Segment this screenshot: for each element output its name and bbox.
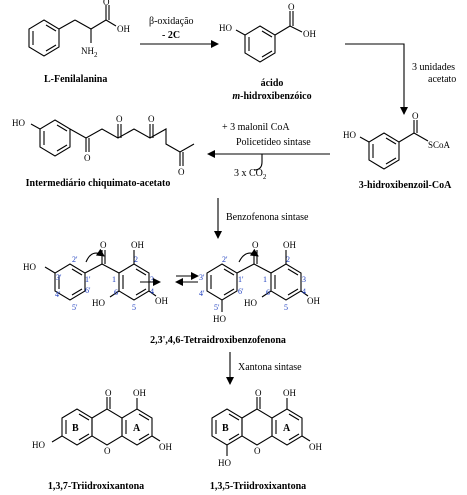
hydroxyl-label: OH <box>131 240 144 250</box>
hydroxyl-label: OH <box>283 240 296 250</box>
beta-oxidation-label: β-oxidação <box>149 16 194 27</box>
atom-number: 1 <box>112 275 116 284</box>
atom-number: 4 <box>302 287 306 296</box>
atom-number: 1 <box>263 275 267 284</box>
atom-number: 3' <box>199 273 205 282</box>
atom-number: 5' <box>72 303 78 312</box>
carboxyl-oh-label: OH <box>303 29 316 39</box>
atom-number: 5 <box>132 303 136 312</box>
acetate-units-line2: acetato <box>428 74 456 85</box>
benzophenone-structure-left: HO O OH OH HO 2' 3' 4' 5' 6' 1' 1 2 3 4 … <box>23 240 168 312</box>
hydroxyl-label: HO <box>343 130 356 140</box>
atom-number: 6' <box>238 287 244 296</box>
electron-curly-arrow <box>85 248 105 263</box>
hydroxyl-label: OH <box>133 388 146 398</box>
acetate-units-line1: 3 unidades <box>412 62 455 73</box>
benzophenone-name: 2,3',4,6-Tetraidroxibenzofenona <box>150 335 286 346</box>
hydroxyl-label: HO <box>23 262 36 272</box>
hydroxyl-label: OH <box>159 442 172 452</box>
atom-number: 6 <box>266 288 270 297</box>
mhba-name-line2: m-hidroxibenzóico <box>232 91 311 102</box>
atom-number: 2' <box>222 255 228 264</box>
xanthone-135-structure: O O HO OH OH B A <box>211 388 322 468</box>
ring-b-label: B <box>222 423 229 434</box>
intermediate-name: Intermediário chiquimato-acetato <box>26 178 171 189</box>
hydroxyl-label: OH <box>309 442 322 452</box>
mhba-name-line1: ácido <box>261 78 284 89</box>
carbonyl-o-label: O <box>148 114 155 124</box>
ring-a-label: A <box>283 423 291 434</box>
carbonyl-o-label: O <box>116 114 123 124</box>
carbonyl-o-label: O <box>252 240 259 250</box>
electron-curly-arrow <box>238 248 259 263</box>
carbonyl-o-label: O <box>288 2 295 12</box>
hydroxyl-label: HO <box>32 440 45 450</box>
atom-number: 2' <box>72 255 78 264</box>
xanthone-137-name: 1,3,7-Triidroxixantona <box>48 481 144 492</box>
atom-number: 5' <box>214 303 220 312</box>
equilibrium-arrows <box>140 272 199 286</box>
atom-number: 1' <box>85 275 91 284</box>
carbonyl-o-label: O <box>412 111 419 121</box>
atom-number: 2 <box>286 255 290 264</box>
malonyl-coa-label: + 3 malonil CoA <box>222 122 290 133</box>
hydroxyl-label: HO <box>244 298 257 308</box>
amine-label: NH2 <box>81 46 98 59</box>
carboxyl-oh-label: OH <box>117 24 130 34</box>
atom-number: 4' <box>199 289 205 298</box>
co2-branch-curve <box>253 161 263 171</box>
hydroxyl-label: HO <box>12 118 25 128</box>
hydroxybenzoyl-coa-structure: O SCoA HO <box>343 111 451 170</box>
carbonyl-o-label: O <box>84 153 91 163</box>
carbonyl-o-label: O <box>178 167 185 177</box>
minus-2c-label: - 2C <box>162 30 180 41</box>
hydroxyl-label: HO <box>218 458 231 468</box>
atom-number: 2 <box>134 255 138 264</box>
carbonyl-o-label: O <box>103 0 110 7</box>
atom-number: 6 <box>114 288 118 297</box>
xanthone-137-structure: O O HO OH OH B A <box>32 388 172 456</box>
carbonyl-o-label: O <box>105 388 112 398</box>
xanthone-synthase-label: Xantona sintase <box>238 362 302 373</box>
atom-number: 5 <box>284 303 288 312</box>
hydroxyl-label: HO <box>92 298 105 308</box>
atom-number: 4' <box>55 290 61 299</box>
hydroxybenzoyl-coa-name: 3-hidroxibenzoil-CoA <box>359 180 452 191</box>
phenylalanine-name: L-Fenilalanina <box>44 74 107 85</box>
hydroxyl-label: HO <box>213 314 226 324</box>
atom-number: 6' <box>85 286 91 295</box>
hydroxyl-label: OH <box>155 296 168 306</box>
intermediate-structure: HO O O O O <box>12 114 195 177</box>
atom-number: 4 <box>150 287 154 296</box>
atom-number: 3' <box>56 273 62 282</box>
ring-a-label: A <box>133 423 141 434</box>
carbonyl-o-label: O <box>100 240 107 250</box>
benzophenone-structure-right: HO O OH OH HO 2' 3' 4' 5' 6' 1' 1 2 3 4 … <box>199 240 320 324</box>
scoa-label: SCoA <box>428 140 451 150</box>
atom-number: 3 <box>302 275 306 284</box>
hydroxyl-label: HO <box>219 23 232 33</box>
hydroxyl-label: OH <box>307 296 320 306</box>
hydroxyl-label: OH <box>283 388 296 398</box>
ring-b-label: B <box>72 423 79 434</box>
carbonyl-o-label: O <box>255 388 262 398</box>
ring-oxygen-label: O <box>254 446 261 456</box>
phenylalanine-structure: O OH NH2 <box>28 0 130 59</box>
co2-label: 3 x CO2 <box>234 168 267 181</box>
polyketide-synthase-label: Policetídeo sintase <box>236 137 311 148</box>
xanthone-135-name: 1,3,5-Triidroxixantona <box>210 481 306 492</box>
m-hydroxybenzoic-acid-structure: O OH HO <box>219 2 316 63</box>
ring-oxygen-label: O <box>104 446 111 456</box>
acetate-units-arrow <box>345 43 408 115</box>
atom-number: 1' <box>238 275 244 284</box>
benzophenone-synthase-label: Benzofenona sintase <box>226 212 309 223</box>
atom-number: 3 <box>150 275 154 284</box>
